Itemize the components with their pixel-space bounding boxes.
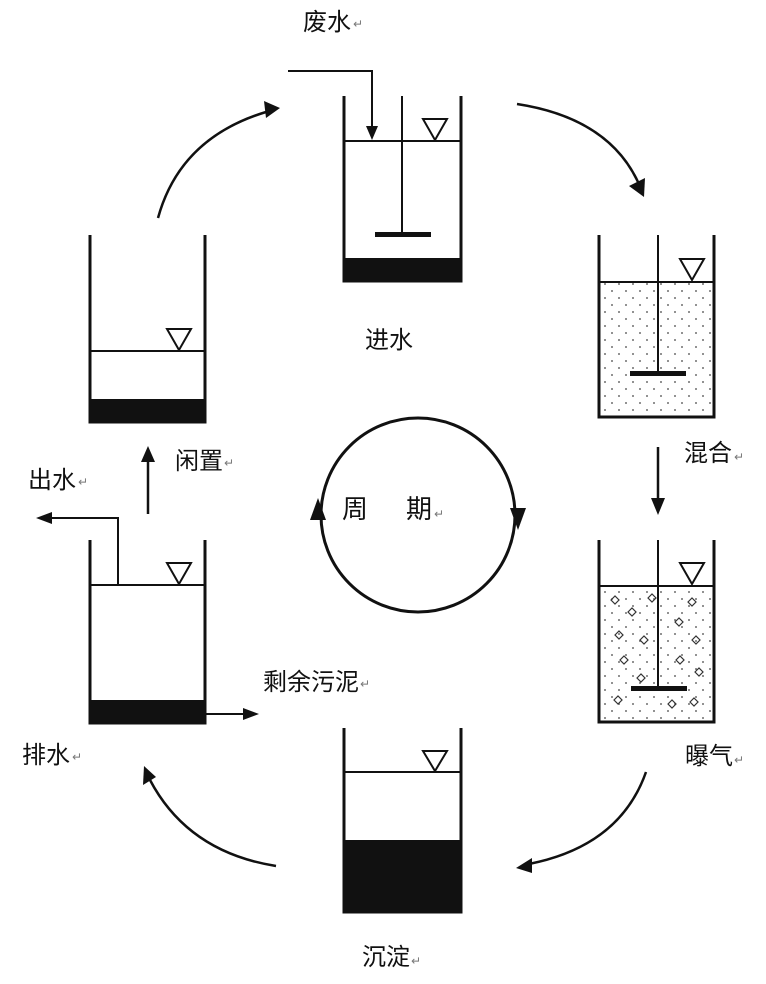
sludge-layer: [345, 840, 460, 911]
arrowhead-icon: [143, 766, 156, 785]
arrow-right-icon: [243, 708, 259, 720]
label-idle: 闲置: [175, 447, 223, 475]
sludge-layer: [345, 258, 460, 280]
paragraph-mark: ↵: [224, 456, 234, 470]
tank-idle: [88, 235, 207, 424]
mixer-blade: [375, 232, 431, 237]
water-level-icon: [165, 562, 193, 587]
arrowhead-icon: [516, 858, 532, 873]
inflow-pipe: [288, 70, 373, 128]
label-drain: 排水: [22, 741, 70, 769]
water-level-icon: [421, 118, 449, 143]
arrow-up-icon: [310, 498, 326, 520]
tank-fill: [288, 70, 463, 283]
water-level-icon: [165, 328, 193, 353]
arrow-fill-to-mix: [516, 102, 640, 183]
paragraph-mark: ↵: [78, 475, 88, 489]
stage-labels: 废水 ↵ 进水 混合 ↵ 曝气 ↵ 沉淀 ↵ 剩余污泥 ↵ 排水 ↵ 出水 ↵ …: [22, 8, 744, 971]
arrowhead-icon: [651, 498, 665, 515]
paragraph-mark: ↵: [360, 677, 370, 691]
paragraph-mark: ↵: [72, 750, 82, 764]
arrow-left-icon: [36, 512, 52, 524]
water-level-icon: [678, 562, 706, 587]
label-effluent: 出水: [28, 466, 76, 494]
arrowhead-icon: [141, 446, 155, 462]
arrowhead-icon: [264, 101, 280, 118]
tank-settle: [342, 728, 463, 914]
paragraph-mark: ↵: [734, 450, 744, 464]
water-level-icon: [678, 258, 706, 283]
water-level-icon: [421, 750, 449, 773]
label-fill: 进水: [365, 326, 413, 354]
paragraph-mark: ↵: [434, 507, 444, 521]
label-aerate: 曝气: [685, 742, 733, 770]
arrow-heads: [141, 101, 665, 873]
tank-mix: [597, 235, 716, 419]
arrow-aerate-to-settle: [528, 771, 648, 866]
label-settle: 沉淀: [362, 943, 410, 971]
label-mix: 混合: [684, 439, 732, 467]
mixer-blade: [631, 686, 687, 691]
label-excess-sludge: 剩余污泥: [263, 668, 359, 696]
paragraph-mark: ↵: [353, 17, 363, 31]
sludge-layer: [91, 700, 204, 722]
air-bubbles: [610, 593, 704, 709]
paragraph-mark: ↵: [411, 954, 421, 968]
mixer-blade: [630, 371, 686, 376]
arrow-settle-to-drain: [148, 779, 277, 868]
tank-drain: [36, 512, 259, 725]
cycle-indicator: 周 期 ↵: [310, 416, 526, 614]
sludge-layer: [91, 399, 204, 421]
cycle-char-2: 期: [406, 495, 432, 525]
arrow-down-icon: [510, 508, 526, 530]
label-wastewater: 废水: [303, 8, 351, 36]
arrowhead-icon: [629, 178, 645, 197]
arrow-down-icon: [366, 126, 378, 140]
transition-arrows: [146, 102, 660, 868]
arrow-idle-to-fill: [156, 110, 267, 219]
paragraph-mark: ↵: [734, 753, 744, 767]
cycle-char-1: 周: [342, 495, 368, 525]
tank-aerate: [597, 540, 716, 724]
effluent-pipe: [50, 517, 119, 584]
